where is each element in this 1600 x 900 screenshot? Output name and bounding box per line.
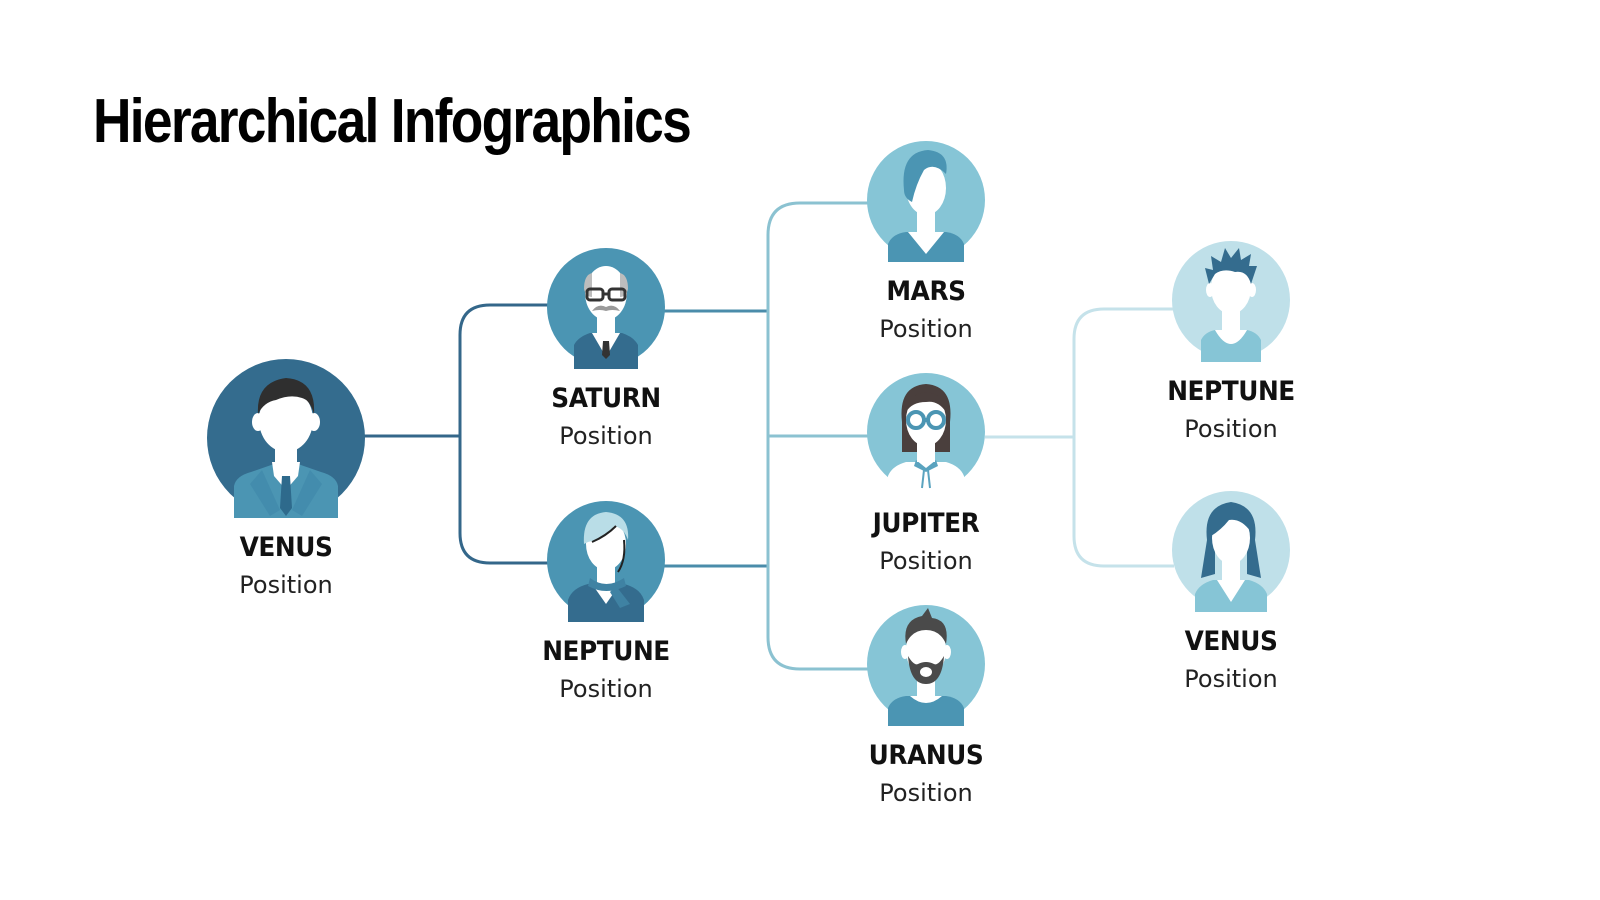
connector-root — [364, 303, 548, 565]
businessman-avatar-icon — [207, 359, 365, 518]
node-position: Position — [1184, 415, 1278, 443]
node-neptune-leaf[interactable]: NEPTUNE Position — [1131, 240, 1331, 441]
node-jupiter[interactable]: JUPITER Position — [826, 372, 1026, 573]
node-position: Position — [239, 571, 333, 599]
node-name: VENUS — [1184, 626, 1278, 657]
node-venus-leaf[interactable]: VENUS Position — [1131, 490, 1331, 691]
node-name: URANUS — [868, 740, 984, 771]
young-man-avatar-icon — [1172, 241, 1290, 362]
node-neptune-mid[interactable]: NEPTUNE Position — [506, 500, 706, 701]
node-name: JUPITER — [872, 508, 980, 539]
connector-level3 — [985, 307, 1174, 568]
node-name: MARS — [886, 276, 966, 307]
connector-level2 — [664, 201, 868, 671]
page-title: Hierarchical Infographics — [93, 87, 692, 156]
bearded-man-avatar-icon — [867, 605, 985, 726]
node-saturn[interactable]: SATURN Position — [506, 247, 706, 448]
node-position: Position — [879, 315, 973, 343]
elderly-man-avatar-icon — [547, 248, 665, 369]
node-position: Position — [879, 779, 973, 807]
woman-glasses-avatar-icon — [867, 373, 985, 494]
businesswoman-avatar-icon — [1172, 491, 1290, 612]
node-name: NEPTUNE — [1167, 376, 1295, 407]
node-position: Position — [1184, 665, 1278, 693]
node-uranus[interactable]: URANUS Position — [826, 604, 1026, 805]
node-position: Position — [559, 422, 653, 450]
node-name: NEPTUNE — [542, 636, 670, 667]
node-position: Position — [879, 547, 973, 575]
node-name: SATURN — [551, 383, 661, 414]
node-position: Position — [559, 675, 653, 703]
node-mars[interactable]: MARS Position — [826, 140, 1026, 341]
woman-short-hair-avatar-icon — [867, 141, 985, 262]
woman-scarf-avatar-icon — [547, 501, 665, 622]
node-venus-root[interactable]: VENUS Position — [186, 358, 386, 597]
node-name: VENUS — [239, 532, 333, 563]
